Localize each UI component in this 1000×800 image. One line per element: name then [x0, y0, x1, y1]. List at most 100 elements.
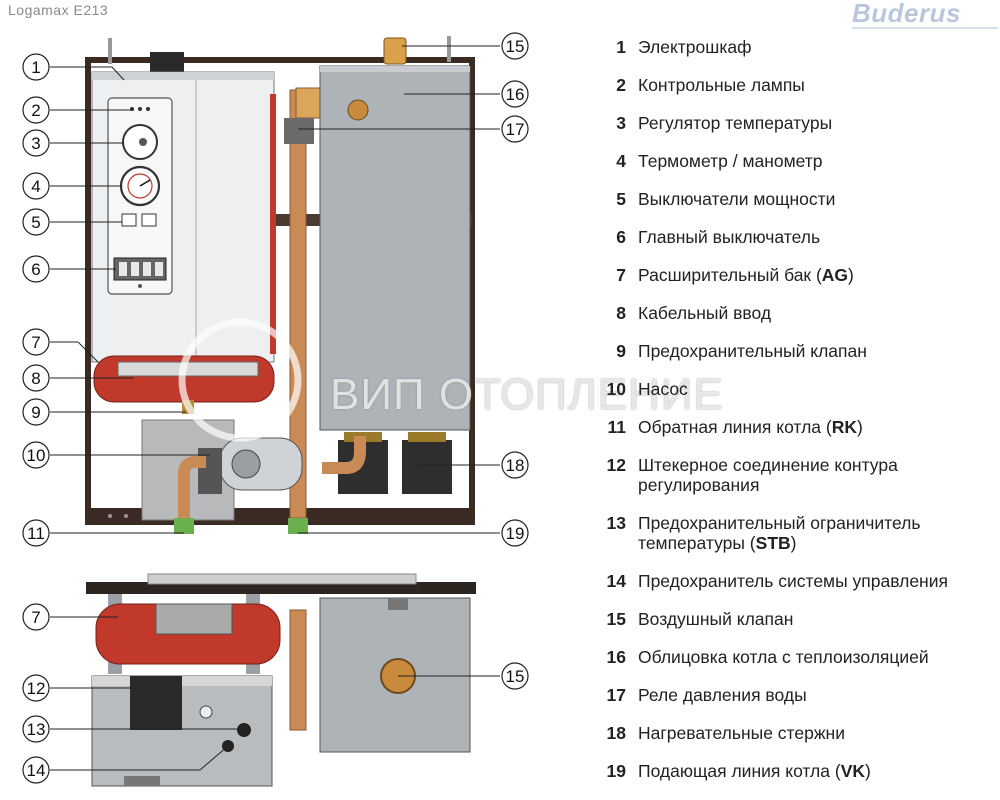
legend-number: 2	[616, 75, 626, 95]
heating-rod-2	[402, 440, 452, 494]
svg-text:10: 10	[27, 446, 46, 465]
svg-text:12: 12	[27, 679, 46, 698]
main-switch-lever-2	[131, 262, 139, 276]
top-view-stb	[237, 723, 251, 737]
callout-17: 17	[501, 115, 529, 143]
legend-item-19: 19 Подающая линия котла (VK)	[600, 761, 1000, 781]
callout-7-top-view: 7	[22, 603, 50, 631]
casing-port	[347, 99, 369, 121]
main-switch-lever-3	[143, 262, 151, 276]
top-view-casing-clip	[388, 598, 408, 610]
casing-highlight	[320, 66, 470, 72]
legend-number: 11	[607, 417, 627, 437]
brand-underline	[852, 27, 998, 29]
top-view-plug-connector	[130, 676, 182, 730]
legend-number: 6	[616, 227, 626, 247]
callout-11: 11	[22, 519, 50, 547]
callout-19: 19	[501, 519, 529, 547]
legend-label: Подающая линия котла (VK)	[638, 761, 871, 781]
svg-text:19: 19	[506, 524, 525, 543]
panel-screw	[138, 284, 142, 288]
svg-text:4: 4	[31, 177, 40, 196]
callout-1: 1	[22, 53, 50, 81]
top-view-feet	[124, 776, 160, 786]
legend-label: Главный выключатель	[638, 227, 821, 247]
legend-label: Электрошкаф	[638, 37, 752, 57]
pump-terminal	[198, 448, 222, 494]
legend-item-9: 9 Предохранительный клапан	[600, 341, 1000, 361]
svg-text:9: 9	[31, 403, 40, 422]
callout-6: 6	[22, 255, 50, 283]
return-pipe-elbow	[178, 456, 206, 520]
legend-label: Кабельный ввод	[638, 303, 772, 323]
svg-text:1: 1	[31, 58, 40, 77]
svg-text:5: 5	[31, 213, 40, 232]
frame-screw-1	[108, 514, 112, 518]
legend-label: Реле давления воды	[638, 685, 807, 705]
legend-label: Термометр / манометр	[638, 151, 823, 171]
svg-text:13: 13	[27, 720, 46, 739]
svg-text:7: 7	[31, 608, 40, 627]
legend-label: Облицовка котла с теплоизоляцией	[638, 647, 929, 667]
legend-label: Предохранительный ограничитель температу…	[638, 513, 921, 553]
legend-abbreviation: VK	[840, 761, 866, 781]
pipe-fitting-top	[295, 87, 321, 119]
svg-text:16: 16	[506, 85, 525, 104]
callout-5: 5	[22, 208, 50, 236]
legend-number: 15	[606, 609, 626, 629]
thermometer-needle	[139, 179, 151, 187]
top-pin-left	[108, 38, 112, 64]
legend-number: 16	[606, 647, 626, 667]
callout-8: 8	[22, 364, 50, 392]
legend-label: Нагревательные стержни	[638, 723, 845, 743]
legend-label: Предохранительный клапан	[638, 341, 867, 361]
watermark-text: ВИП ОТОПЛЕНИЕ	[330, 370, 724, 419]
legend-label: Предохранитель системы управления	[638, 571, 948, 591]
supply-pipe-elbow	[322, 436, 366, 474]
legend-item-16: 16 Облицовка котла с теплоизоляцией	[600, 647, 1000, 667]
legend-number: 9	[616, 341, 626, 361]
supply-fitting	[288, 518, 308, 534]
legend-number: 10	[606, 379, 626, 399]
svg-text:2: 2	[31, 101, 40, 120]
legend-label: Насос	[638, 379, 688, 399]
callout-12: 12	[22, 674, 50, 702]
svg-text:11: 11	[27, 524, 45, 543]
top-view-tank-cover	[155, 603, 233, 635]
callout-2: 2	[22, 96, 50, 124]
legend-number: 12	[606, 455, 626, 475]
legend-number: 7	[616, 265, 626, 285]
pump-face	[231, 449, 261, 479]
cabinet-red-side	[270, 94, 276, 354]
cable-entry-strip	[117, 361, 259, 377]
legend-number: 18	[606, 723, 626, 743]
legend-number: 19	[606, 761, 626, 781]
legend-label: Выключатели мощности	[638, 189, 836, 209]
indicator-lamp-2	[138, 107, 142, 111]
callout-14: 14	[22, 756, 50, 784]
top-pin-right	[447, 36, 451, 62]
legend-number: 3	[616, 113, 626, 133]
callout-13: 13	[22, 715, 50, 743]
frame-screw-2	[124, 514, 128, 518]
callout-lines	[50, 45, 500, 771]
top-view-knob	[199, 705, 213, 719]
return-fitting	[174, 518, 194, 534]
top-view-pipe	[289, 609, 307, 731]
legend-number: 1	[616, 37, 626, 57]
legend-number: 4	[616, 151, 626, 171]
boiler-diagram: 1 2 3 4 5 6 7 8 9 10 11 15 16 17 18 19 7…	[22, 32, 529, 787]
svg-text:6: 6	[31, 260, 40, 279]
svg-text:7: 7	[31, 333, 40, 352]
svg-text:17: 17	[506, 120, 525, 139]
legend-abbreviation: AG	[821, 265, 849, 285]
main-switch-lever-1	[119, 262, 127, 276]
